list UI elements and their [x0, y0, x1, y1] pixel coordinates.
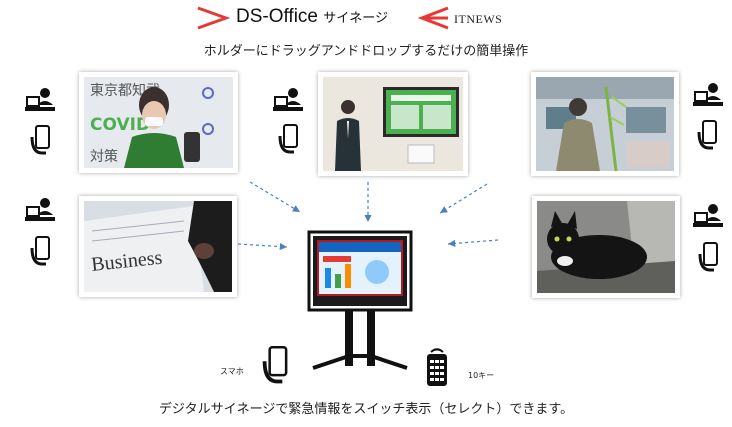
arrow-from-covid	[249, 181, 301, 213]
keypad-remote-icon	[427, 348, 447, 386]
smartphone-hand-icon	[30, 236, 50, 266]
flag-icon-left	[418, 6, 449, 30]
subtitle: ホルダーにドラッグアンドドロップするだけの簡単操作	[203, 44, 529, 59]
partner-name: ITNEWS	[454, 12, 503, 26]
arrow-from-office	[439, 183, 488, 214]
pc-user-icon	[693, 204, 723, 227]
keypad-label: 10キー	[468, 371, 495, 380]
arrow-from-cat	[447, 239, 499, 248]
brand-name: DS-Office	[236, 6, 319, 27]
photo-black-cat[interactable]	[532, 196, 680, 298]
arrow-from-business	[237, 242, 288, 251]
covid-sign-line3: 対策	[90, 148, 118, 165]
pc-user-icon	[25, 198, 55, 221]
signage-display	[307, 230, 413, 370]
smartphone-hand-icon	[30, 125, 50, 155]
smartphone-hand-icon	[697, 120, 717, 150]
photo-business-newspaper[interactable]: Business	[79, 196, 237, 297]
brand-suffix: サイネージ	[323, 10, 389, 25]
covid-sign-word: COVID	[90, 115, 150, 135]
photo-office-worker[interactable]	[531, 72, 679, 176]
pc-user-icon	[25, 88, 55, 111]
brand-title: DS-Office サイネージ	[236, 6, 388, 28]
phone-label: スマホ	[220, 367, 244, 376]
smartphone-hand-icon	[698, 242, 718, 272]
flag-icon-right	[197, 6, 230, 30]
pc-user-icon	[273, 88, 303, 111]
photo-presentation[interactable]	[318, 72, 468, 176]
caption: デジタルサイネージで緊急情報をスイッチ表示（セレクト）できます。	[158, 402, 574, 417]
pc-user-icon	[693, 83, 723, 106]
photo-covid-press[interactable]: 東京都知武 COVID 対策	[79, 72, 238, 173]
smartphone-hand-icon	[278, 124, 298, 154]
smartphone-hand-icon	[262, 346, 288, 384]
